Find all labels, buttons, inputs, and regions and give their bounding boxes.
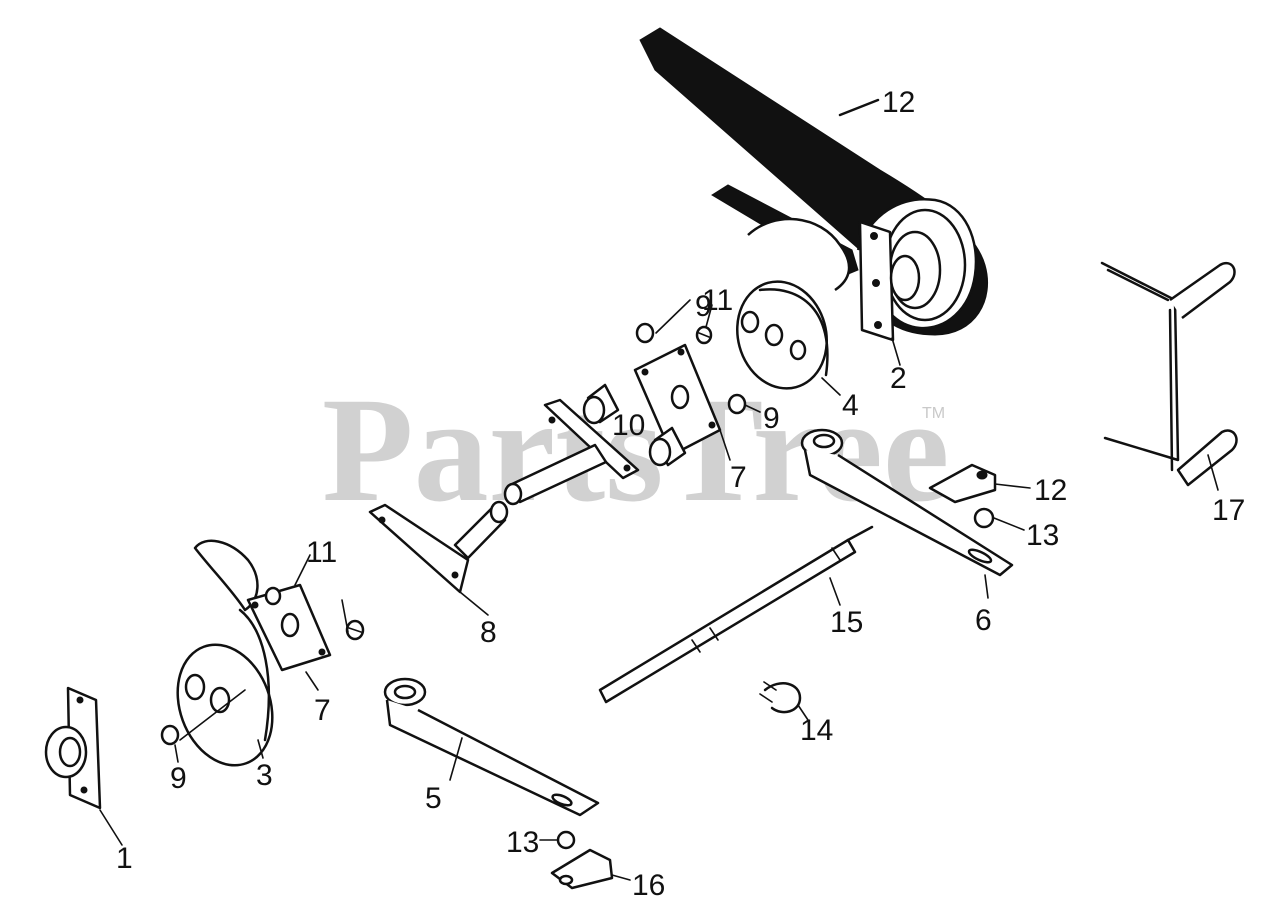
callout-labels: 12 2 4 7 9 11 9 10 12 13 17 6 15 8 11 7 … [116,86,1245,902]
part-7-plate-upper [633,343,722,457]
part-1-bearing-bracket [44,686,102,810]
label-14: 14 [800,714,833,747]
part-16-handle [1100,261,1238,487]
label-15: 15 [830,606,863,639]
part-8-shaft [368,500,509,594]
part-4-impeller [736,217,851,390]
upper-shaft-flange [503,398,640,506]
label-3: 3 [256,759,273,792]
part-9-nut-upper-left [635,322,655,344]
part-7-plate-lower [246,583,332,672]
part-17-belt [639,27,989,336]
part-11-nut-upper [695,325,713,345]
label-5: 5 [425,782,442,815]
label-11-lower: 11 [306,536,337,569]
part-13-bushing-upper [973,507,995,529]
part-5-arm [383,677,600,817]
label-9-upper-right: 9 [763,402,780,435]
label-7-upper: 7 [730,461,747,494]
part-15-cable [598,525,874,704]
part-11-nut-lower [345,619,365,641]
label-7-lower: 7 [314,694,331,727]
label-6: 6 [975,604,992,637]
label-12-upper: 12 [1034,474,1067,507]
label-9-lower: 9 [170,762,187,795]
part-14-clip [759,681,802,714]
part-10-spacers [582,383,687,467]
part-12-bracket-lower [550,848,614,890]
label-11-upper: 11 [702,284,733,317]
label-9-upper-left: 9 [695,290,712,323]
label-16: 17 [1212,494,1245,527]
label-12-lower: 16 [632,869,665,902]
label-13-lower: 13 [506,826,539,859]
watermark-text: PartsTree [322,367,949,533]
part-6-arm [800,428,1014,577]
label-1: 1 [116,842,133,875]
part-9-nut-upper-right [727,393,747,415]
label-2: 2 [890,362,907,395]
label-17: 12 [882,86,915,119]
label-8: 8 [480,616,497,649]
label-4: 4 [842,389,859,422]
watermark-trademark: TM [922,405,945,422]
part-12-bracket-upper [928,463,997,504]
label-13-upper: 13 [1026,519,1059,552]
part-9-nut-lower [160,724,180,746]
label-10: 10 [612,409,645,442]
part-3-impeller [176,539,274,767]
leader-lines [99,98,1219,881]
part-13-bushing-lower [556,830,576,850]
